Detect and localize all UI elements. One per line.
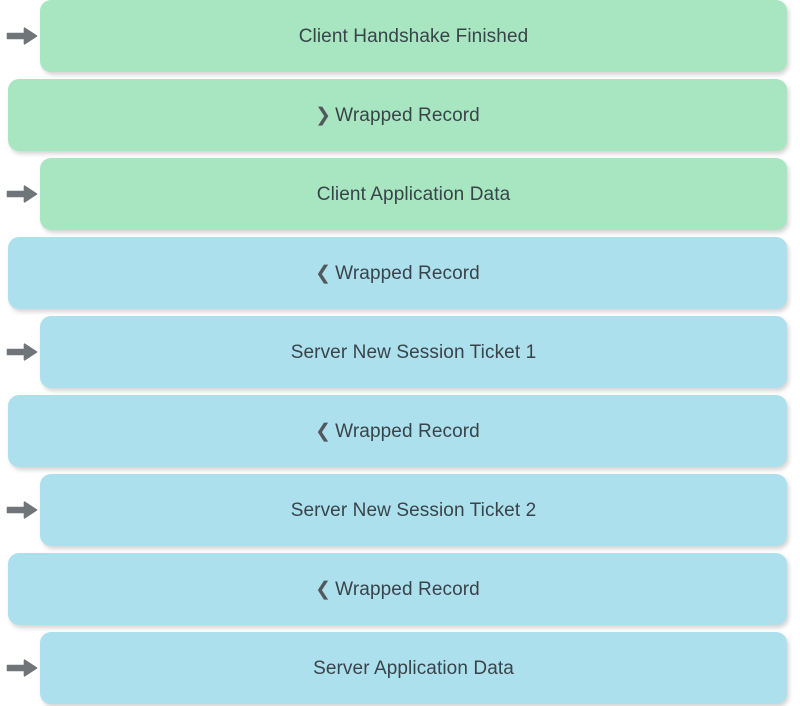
flow-step-label: Server New Session Ticket 1 [291,343,537,362]
arrow-right-icon [6,340,38,364]
flow-step-text: Client Handshake Finished [298,25,529,47]
flow-row: ❮Wrapped Record [0,395,800,467]
flow-step-text: Server Application Data [313,657,514,679]
flow-step-text: Wrapped Record [335,262,480,284]
flow-step-5[interactable]: Server New Session Ticket 1 [40,316,787,388]
flow-step-text: Client Application Data [316,183,511,205]
flow-step-text: Wrapped Record [335,104,480,126]
flow-step-label: ❮Wrapped Record [315,422,480,441]
flow-step-1[interactable]: Client Handshake Finished [40,0,787,72]
flow-step-4[interactable]: ❮Wrapped Record [8,237,787,309]
flow-step-text: Server New Session Ticket 2 [290,499,537,521]
arrow-right-icon [6,656,38,680]
flow-step-9[interactable]: Server Application Data [40,632,787,704]
flow-row: Server Application Data [0,632,800,704]
flow-step-7[interactable]: Server New Session Ticket 2 [40,474,787,546]
flow-step-2[interactable]: ❯Wrapped Record [8,79,787,151]
flow-step-label: Server Application Data [313,659,514,678]
chevron-left-icon: ❮ [315,262,332,284]
flow-row: ❮Wrapped Record [0,237,800,309]
flow-step-text: Wrapped Record [335,578,480,600]
flow-step-label: ❮Wrapped Record [315,580,480,599]
flow-row: Client Handshake Finished [0,0,800,72]
flow-row: Client Application Data [0,158,800,230]
flow-step-6[interactable]: ❮Wrapped Record [8,395,787,467]
flow-row: ❯Wrapped Record [0,79,800,151]
flow-step-8[interactable]: ❮Wrapped Record [8,553,787,625]
flow-step-3[interactable]: Client Application Data [40,158,787,230]
flow-row: ❮Wrapped Record [0,553,800,625]
flow-step-label: ❯Wrapped Record [315,106,480,125]
flow-step-text: Wrapped Record [335,420,480,442]
flow-step-label: Client Handshake Finished [299,27,529,46]
arrow-right-icon [6,182,38,206]
chevron-right-icon: ❯ [315,104,332,126]
flow-step-label: ❮Wrapped Record [315,264,480,283]
chevron-left-icon: ❮ [315,578,332,600]
arrow-right-icon [6,498,38,522]
chevron-left-icon: ❮ [315,420,332,442]
flow-step-label: Server New Session Ticket 2 [291,501,537,520]
flow-row: Server New Session Ticket 2 [0,474,800,546]
flow-step-label: Client Application Data [317,185,510,204]
flow-step-text: Server New Session Ticket 1 [290,341,537,363]
flow-row: Server New Session Ticket 1 [0,316,800,388]
arrow-right-icon [6,24,38,48]
